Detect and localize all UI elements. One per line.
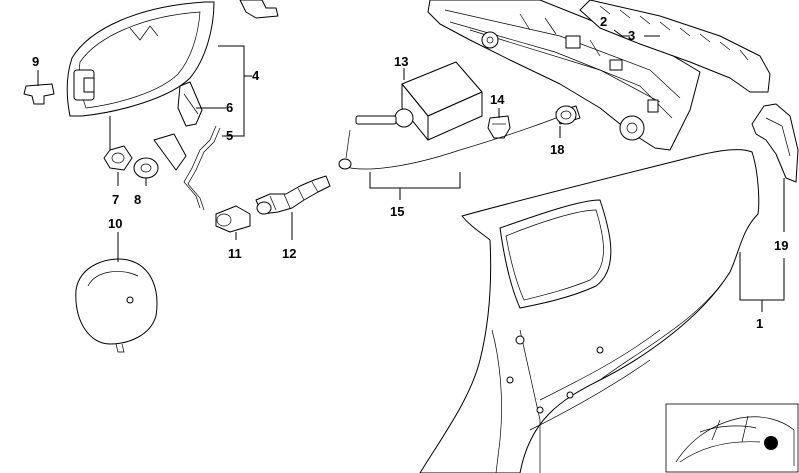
callout-14: 14 (490, 92, 505, 107)
callout-2: 2 (600, 14, 607, 29)
callout-13: 13 (394, 54, 408, 69)
callout-3: 3 (628, 28, 635, 43)
location-marker-icon (764, 436, 778, 450)
callout-7: 7 (112, 192, 119, 207)
panel-trim-strip[interactable] (579, 0, 771, 93)
bushing-7[interactable] (103, 145, 133, 171)
callout-11: 11 (228, 246, 242, 261)
callout-8: 8 (134, 192, 141, 207)
callout-4: 4 (252, 68, 260, 83)
callout-5: 5 (226, 128, 233, 143)
callout-15: 15 (390, 204, 404, 219)
hinge-top-part[interactable] (239, 0, 279, 19)
callout-12: 12 (282, 246, 296, 261)
leader-lines (37, 29, 785, 312)
callout-9: 9 (32, 54, 39, 69)
bushing-11[interactable] (215, 205, 251, 233)
lever-part[interactable] (153, 81, 203, 171)
callout-19: 19 (774, 238, 788, 253)
side-panel[interactable] (419, 149, 760, 473)
fuel-door-actuator[interactable] (355, 61, 483, 141)
filler-cap[interactable] (75, 258, 158, 353)
fuel-filler-flap[interactable] (66, 1, 215, 117)
callout-10: 10 (108, 216, 122, 231)
callout-1: 1 (756, 316, 763, 331)
callout-labels: 9 4 6 5 7 8 10 11 12 13 14 15 18 2 3 19 … (32, 14, 788, 331)
side-trim-bracket[interactable] (751, 103, 799, 183)
push-rivet[interactable] (23, 83, 55, 105)
callout-18: 18 (550, 142, 564, 157)
spring-sleeve[interactable] (255, 175, 331, 215)
clip-part[interactable] (487, 115, 511, 139)
vehicle-locator-inset (665, 403, 799, 473)
bushing-8[interactable] (133, 157, 159, 179)
release-rod[interactable] (183, 125, 221, 211)
cable-grommet[interactable] (555, 105, 577, 125)
callout-6: 6 (226, 100, 233, 115)
